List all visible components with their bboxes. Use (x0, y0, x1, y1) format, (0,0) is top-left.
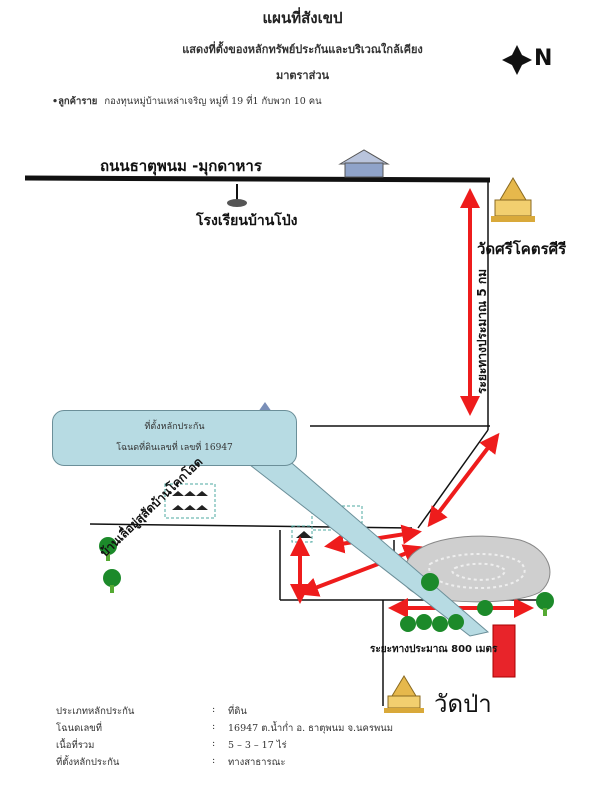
info-value: ทางสาธารณะ (228, 757, 286, 768)
compass-icon (502, 45, 532, 75)
north-letter: N (534, 46, 553, 71)
map-title: แผนที่สังเขป (262, 9, 343, 27)
village-arrow-3 (298, 544, 424, 597)
distance-5km-label: ระยะทางประมาณ 5 กม (475, 268, 490, 395)
tree-icons (99, 537, 554, 632)
info-colon: : (212, 704, 216, 715)
map-subtitle: แสดงที่ตั้งของหลักทรัพย์ประกันและบริเวณใ… (182, 43, 423, 56)
callout-line2: โฉนดที่ดินเลขที่ เลขที่ 16947 (116, 443, 233, 453)
info-label: โฉนดเลขที่ (56, 723, 103, 734)
info-colon: : (212, 755, 216, 766)
info-value: ที่ดิน (228, 706, 247, 717)
info-label: เนื้อที่รวม (56, 740, 95, 751)
info-label: ที่ตั้งหลักประกัน (56, 757, 120, 768)
collateral-callout: ที่ตั้งหลักประกัน โฉนดที่ดินเลขที่ เลขที… (52, 410, 297, 466)
temple1-label: วัดศรีโคตรศีรี (477, 240, 567, 258)
school-label: โรงเรียนบ้านโป่ง (196, 213, 298, 229)
temple-icon-2 (384, 675, 424, 713)
collateral-block (492, 624, 516, 678)
customer-label: •ลูกค้าราย (52, 96, 98, 107)
distance-800m-label: ระยะทางประมาณ 800 เมตร (370, 644, 498, 655)
road-label: ถนนธาตุพนม -มุกดาหาร (100, 157, 262, 175)
main-road (24, 175, 491, 183)
info-value: 16947 ต.น้ำก่ำ อ. ธาตุพนม จ.นครพนม (228, 723, 394, 734)
customer-line: •ลูกค้าราย กองทุนหมู่บ้านเหล่าเจริญ หมู่… (52, 94, 322, 109)
info-colon: : (212, 738, 216, 749)
diagonal-arrow-1 (427, 432, 500, 528)
customer-value: กองทุนหมู่บ้านเหล่าเจริญ หมู่ที่ 19 ที่1… (104, 96, 322, 107)
callout-line1: ที่ตั้งหลักประกัน (144, 422, 205, 432)
house-icon (338, 149, 390, 178)
north-arrow: N (500, 44, 558, 76)
school-icon (227, 184, 247, 207)
temple-icon (491, 177, 535, 222)
info-colon: : (212, 721, 216, 732)
info-value: 5 – 3 – 17 ไร่ (228, 740, 287, 751)
info-label: ประเภทหลักประกัน (56, 706, 135, 717)
map-scale: มาตราส่วน (275, 69, 330, 82)
house-cluster (164, 483, 216, 519)
temple2-label: วัดป่า (434, 690, 492, 718)
